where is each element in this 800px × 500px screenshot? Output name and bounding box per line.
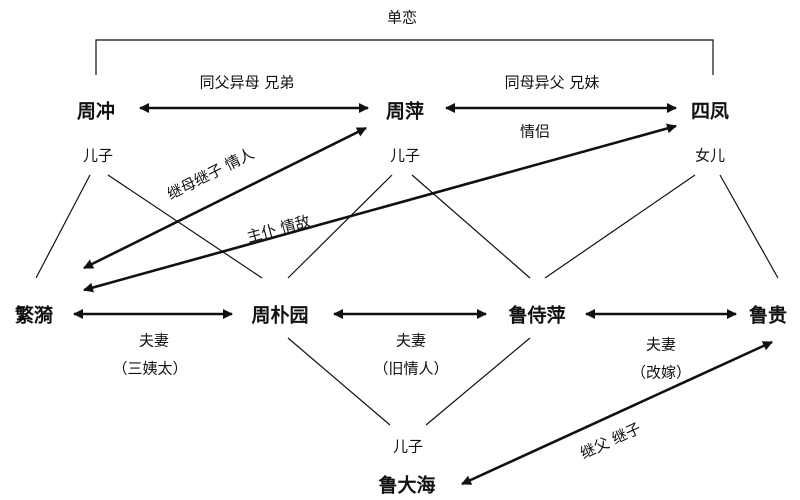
label-puyuan-shiping-2: （旧情人） bbox=[373, 359, 449, 378]
role-zhouping: 儿子 bbox=[389, 146, 421, 165]
line-shiping-dahai bbox=[425, 337, 531, 426]
label-lovers: 情侣 bbox=[519, 122, 551, 141]
label-unrequited: 单恋 bbox=[386, 8, 418, 27]
label-chong-ping: 同父异母 兄弟 bbox=[199, 73, 295, 92]
label-puyuan-shiping-1: 夫妻 bbox=[395, 331, 427, 350]
role-zhouchong: 儿子 bbox=[82, 146, 114, 165]
role-ludahai: 儿子 bbox=[392, 437, 424, 456]
unrequited-bracket bbox=[95, 39, 714, 75]
label-fanyi-puyuan-1: 夫妻 bbox=[138, 331, 170, 350]
arrow-fanyi-ping bbox=[83, 126, 367, 270]
line-feng-shiping bbox=[544, 174, 696, 279]
node-lushiping: 鲁侍萍 bbox=[508, 304, 566, 327]
label-shiping-gui-1: 夫妻 bbox=[645, 335, 677, 354]
line-puyuan-dahai bbox=[287, 337, 391, 426]
arrow-fanyi-feng bbox=[83, 123, 677, 293]
line-chong-fanyi bbox=[35, 174, 91, 279]
role-sifeng: 女儿 bbox=[694, 146, 726, 165]
line-ping-shiping bbox=[411, 174, 531, 279]
node-sifeng: 四凤 bbox=[690, 100, 730, 123]
node-ludahai: 鲁大海 bbox=[378, 474, 436, 497]
label-ping-feng: 同母异父 兄妹 bbox=[504, 73, 600, 92]
node-zhouchong: 周冲 bbox=[76, 100, 116, 123]
label-shiping-gui-2: （改嫁） bbox=[630, 363, 692, 382]
node-fanyi: 繁漪 bbox=[14, 304, 54, 327]
label-fanyi-puyuan-2: （三姨太） bbox=[112, 359, 188, 378]
node-zhoupuyuan: 周朴园 bbox=[251, 304, 309, 327]
node-zhouping: 周萍 bbox=[385, 100, 425, 123]
line-feng-gui bbox=[719, 174, 779, 279]
node-lugui: 鲁贵 bbox=[748, 304, 788, 327]
arrow-gui-dahai bbox=[461, 340, 773, 486]
